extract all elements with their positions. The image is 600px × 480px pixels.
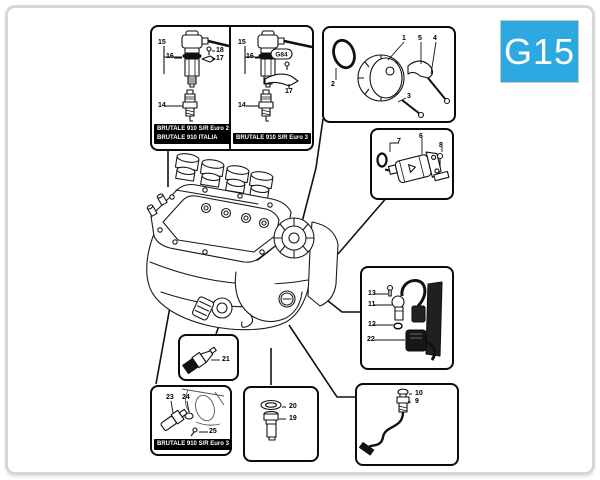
part-number-8[interactable]: 8	[439, 142, 443, 149]
part-number-21[interactable]: 21	[222, 356, 230, 363]
cable-sensor-drawing	[358, 388, 412, 456]
part-number-10[interactable]: 10	[415, 390, 423, 397]
callout-pressure-sensor[interactable]: 21	[178, 334, 239, 381]
spark-plug-wells	[200, 202, 270, 229]
callout-cable-sensor[interactable]: 10 9	[355, 383, 459, 466]
page-border	[5, 5, 595, 475]
variant-label-euro2-italia: BRUTALE 910 S/R Euro 2 BRUTALE 910 ITALI…	[154, 124, 230, 144]
starter-motor-drawing	[376, 138, 450, 184]
callout-temp-sensor[interactable]: 20 19	[243, 386, 319, 462]
part-number-14b[interactable]: 14	[238, 102, 246, 109]
part-number-11[interactable]: 11	[368, 301, 376, 308]
part-number-13[interactable]: 13	[368, 290, 376, 297]
part-number-17[interactable]: 17	[216, 55, 224, 62]
variant-label-euro3: BRUTALE 910 S/R Euro 3	[233, 133, 311, 144]
part-number-16[interactable]: 16	[166, 53, 174, 60]
part-number-23[interactable]: 23	[166, 394, 174, 401]
part-number-15b[interactable]: 15	[238, 39, 246, 46]
intake-stacks	[174, 153, 274, 200]
part-number-22[interactable]: 22	[367, 336, 375, 343]
part-number-24[interactable]: 24	[182, 394, 190, 401]
sensor-harness-drawing	[374, 279, 443, 361]
part-number-2[interactable]: 2	[331, 81, 335, 88]
part-number-19[interactable]: 19	[289, 415, 297, 422]
alternator-mount	[273, 217, 315, 259]
engine-line-art	[146, 153, 339, 331]
part-number-9[interactable]: 9	[415, 398, 419, 405]
callout-divider	[229, 27, 231, 149]
callout-sensor-harness[interactable]: 13 11 12 22	[360, 266, 454, 370]
part-number-20[interactable]: 20	[289, 403, 297, 410]
part-number-6[interactable]: 6	[419, 133, 423, 140]
part-number-12[interactable]: 12	[368, 321, 376, 328]
part-number-15[interactable]: 15	[158, 39, 166, 46]
part-number-3[interactable]: 3	[407, 93, 411, 100]
ignition-coil-euro2-drawing	[163, 30, 230, 122]
callout-speed-sensor[interactable]: 23 24 25 BRUTALE 910 S/R Euro 3	[150, 385, 232, 456]
section-code-label: G15	[503, 30, 576, 72]
pressure-sensor-drawing	[182, 346, 220, 375]
callout-ignition-coils[interactable]: G84 15 16 18 17 14 15 16 17 14 BRUTALE 9…	[150, 25, 314, 151]
callout-alternator[interactable]: 1 5 4 2 3	[322, 26, 456, 123]
part-number-17b[interactable]: 17	[285, 88, 293, 95]
ignition-coil-euro3-drawing: G84	[244, 30, 313, 122]
callout-starter-motor[interactable]: 7 6 8	[370, 128, 454, 200]
part-number-7[interactable]: 7	[397, 138, 401, 145]
speed-sensor-drawing	[160, 388, 225, 437]
alternator-drawing	[332, 38, 451, 119]
temp-sensor-drawing	[260, 399, 286, 441]
part-number-1[interactable]: 1	[402, 35, 406, 42]
section-code-badge[interactable]: G15	[500, 20, 579, 83]
part-number-18[interactable]: 18	[216, 47, 224, 54]
part-number-4[interactable]: 4	[433, 35, 437, 42]
part-number-16b[interactable]: 16	[246, 53, 254, 60]
part-number-5[interactable]: 5	[418, 35, 422, 42]
part-number-14[interactable]: 14	[158, 102, 166, 109]
variant-label-speed-sensor: BRUTALE 910 S/R Euro 3	[154, 439, 232, 450]
part-number-25[interactable]: 25	[209, 428, 217, 435]
g84-badge: G84	[275, 52, 288, 59]
